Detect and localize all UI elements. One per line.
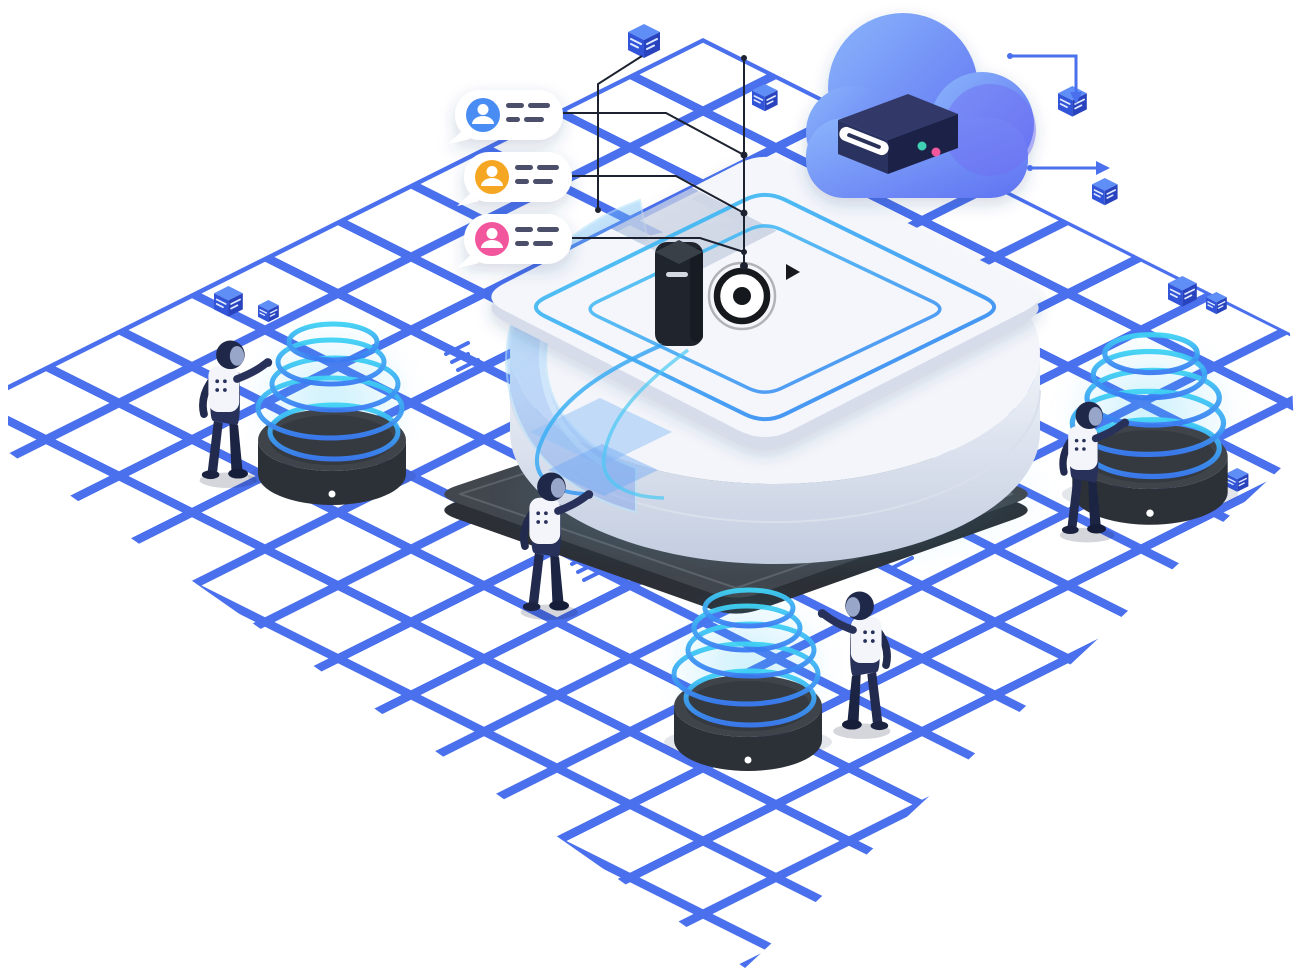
glass-panel-a [530,398,672,466]
status-dot-pink [931,147,941,157]
slot-cap [655,240,703,264]
wire-arrows [1010,54,1096,170]
server-top-face [838,94,958,140]
target-icon [707,261,800,331]
wire-arrowheads [1007,53,1110,175]
message-lines [515,165,559,184]
message-lines [506,103,550,122]
trace-loops [533,192,997,422]
user-icon-shoulders [472,116,494,124]
connector-lines [562,55,745,266]
cloud-server [806,13,1036,198]
user-icon [486,166,498,177]
data-slot [655,240,703,346]
trace-loop-outer [533,192,997,422]
slot-slit [666,272,688,277]
server-icon [838,94,958,174]
chat-bubble-3 [457,214,572,268]
arrowhead-down-icon [1070,92,1082,104]
server-slot [839,126,889,156]
status-dot-teal [917,141,927,151]
plate-notch-floor [611,187,777,272]
pod-bottom [660,586,836,771]
trace-loop-inner [588,224,942,394]
chat-bubble-1 [448,90,563,144]
user-icon-shoulders [481,240,503,248]
connector-bubble-3 [572,237,745,253]
chat-bubble-2 [457,152,572,206]
user-icon [477,104,489,115]
wire-arrow-down [1010,54,1078,92]
server-slot-line [847,133,881,149]
play-marker-icon [786,264,800,280]
arrowhead-right-icon [1096,161,1110,175]
chat-bubbles [448,90,572,268]
connector-chip [597,55,643,210]
user-icon [486,228,498,239]
message-lines [515,227,559,246]
connector-bubble-2 [572,175,745,214]
connector-dots [595,55,748,270]
user-icon-shoulders [481,178,503,186]
pod-left [244,320,420,505]
slot-edge [690,248,703,342]
target-dot [733,287,751,305]
connector-bubble-1 [562,112,745,156]
glow-arc-b [601,348,690,500]
disc-side [510,352,1040,564]
cloud-shade [944,84,1036,176]
